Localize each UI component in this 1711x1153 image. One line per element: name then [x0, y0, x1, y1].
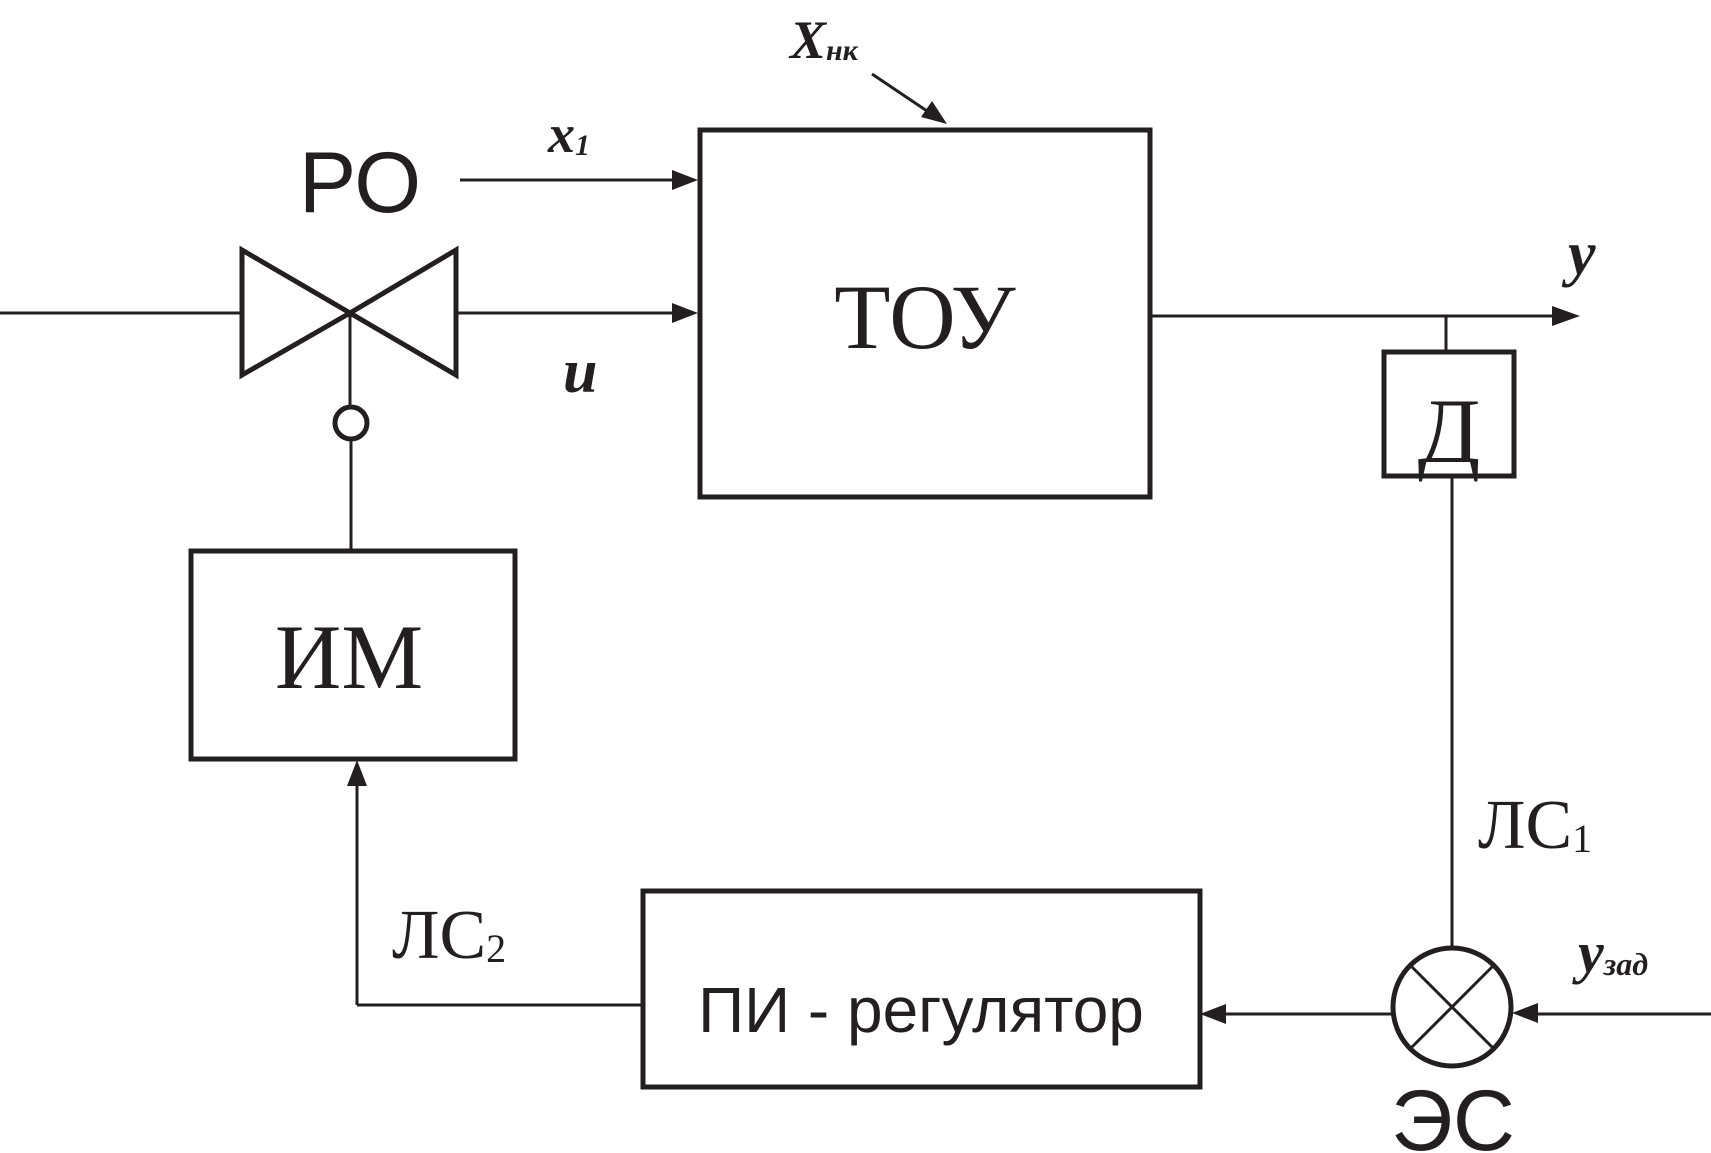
- output-y-label: y: [1561, 220, 1596, 288]
- valve-icon-right: [345, 245, 459, 380]
- line2-label: ЛС2: [392, 897, 506, 974]
- error-signal-arrowhead: [1200, 1004, 1226, 1024]
- control-u-arrowhead: [672, 303, 698, 323]
- sensor-block: [1381, 349, 1517, 479]
- plant-block: [697, 127, 1153, 500]
- control-line-2-arrowhead: [347, 760, 367, 786]
- disturbance-label: Xнк: [788, 10, 859, 70]
- actuator-block: [188, 548, 518, 762]
- actuator-label: ИМ: [275, 606, 423, 708]
- control-u-label: u: [563, 338, 597, 406]
- disturbance-arrowhead: [921, 101, 947, 124]
- valve-icon: [239, 245, 355, 380]
- comparator-circle: [1390, 945, 1514, 1069]
- input-x1-arrowhead: [672, 170, 698, 190]
- controller-block: [640, 888, 1203, 1090]
- setpoint-label: yзад: [1572, 920, 1648, 985]
- line1-label: ЛС1: [1478, 787, 1592, 864]
- output-y-arrowhead: [1552, 306, 1580, 326]
- setpoint-arrowhead: [1512, 1003, 1538, 1023]
- controller-label: ПИ - регулятор: [698, 974, 1144, 1046]
- comparator-label: ЭС: [1391, 1073, 1515, 1153]
- comparator-cross-b: [1408, 963, 1496, 1051]
- valve-stem-joint: [332, 404, 370, 442]
- sensor-label: Д: [1418, 380, 1481, 482]
- input-x1-label: x1: [547, 104, 590, 164]
- valve-label: РО: [299, 135, 421, 231]
- disturbance-arrow-line: [871, 72, 931, 115]
- plant-label: ТОУ: [834, 266, 1016, 368]
